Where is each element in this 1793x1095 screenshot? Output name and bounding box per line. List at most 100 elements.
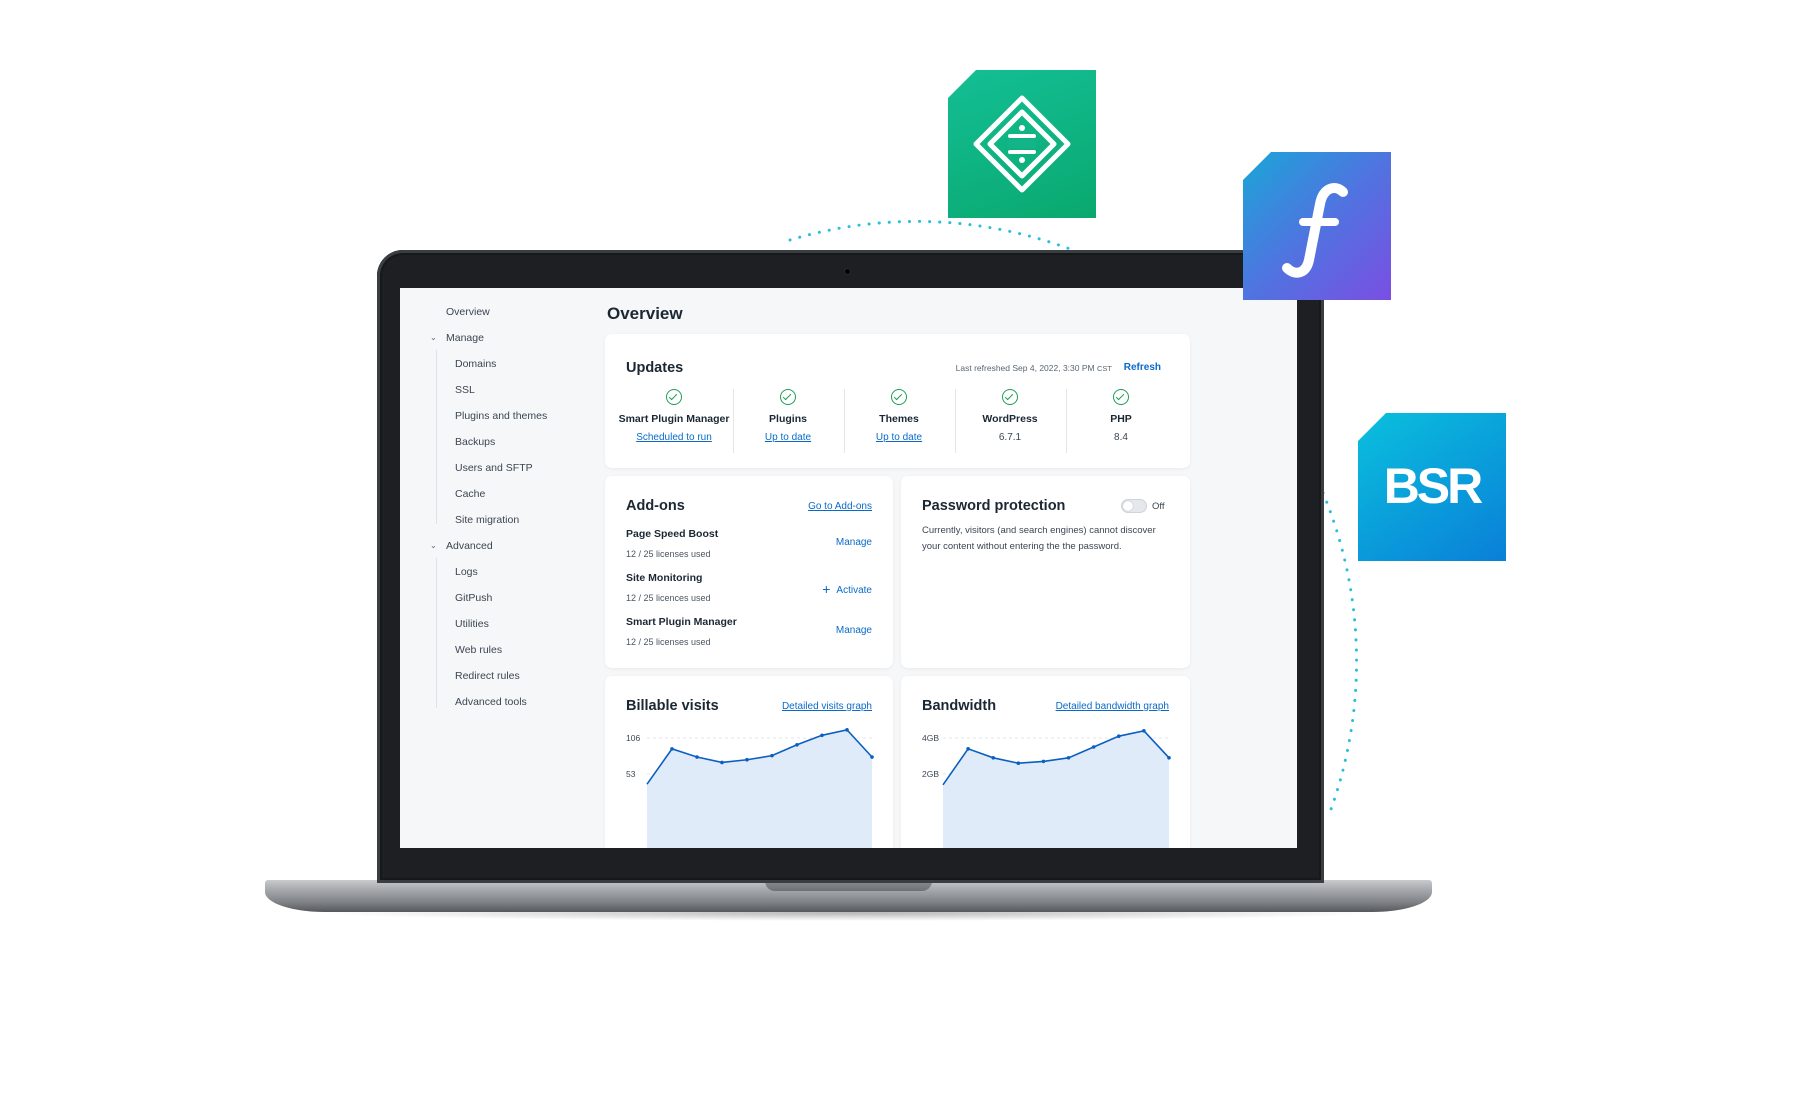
divider	[733, 389, 734, 453]
y-tick-label: 106	[626, 733, 640, 743]
sidebar-item-advanced-tools[interactable]: Advanced tools	[455, 696, 527, 708]
data-point	[795, 742, 799, 747]
timezone: CST	[1097, 364, 1112, 373]
sidebar-group-label: Manage	[446, 332, 484, 344]
series-area	[647, 729, 872, 848]
data-point	[1116, 734, 1121, 738]
sidebar-item-web-rules[interactable]: Web rules	[455, 644, 503, 656]
data-point	[845, 728, 849, 732]
addon-meta: 12 / 25 licenses used	[626, 549, 711, 559]
bsr-logo-icon: BSR	[1384, 458, 1486, 514]
update-item: PHP 8.4	[1058, 389, 1184, 443]
activate-button[interactable]: +Activate	[822, 581, 872, 597]
refresh-button[interactable]: Refresh	[1123, 362, 1161, 373]
data-point	[1142, 729, 1146, 733]
sidebar-group-manage[interactable]: ⌄ Manage	[430, 332, 484, 344]
billable-visits-card: Billable visits Detailed visits graph 10…	[605, 676, 893, 848]
sidebar-item-cache[interactable]: Cache	[455, 488, 486, 500]
nav-tree-line	[436, 558, 437, 708]
data-point	[1016, 761, 1021, 765]
series-line	[942, 729, 1170, 786]
card-title: Password protection	[922, 498, 1066, 514]
go-to-addons-link[interactable]: Go to Add-ons	[808, 501, 872, 512]
series-line	[646, 728, 873, 785]
page-title: Overview	[607, 304, 683, 323]
last-refreshed: Last refreshed Sep 4, 2022, 3:30 PM CST	[956, 363, 1112, 373]
bsr-app-tile: BSR	[1358, 413, 1506, 561]
divider	[1066, 389, 1067, 453]
update-item: WordPress 6.7.1	[947, 389, 1073, 443]
toggle-knob	[1123, 501, 1133, 511]
divider	[844, 389, 845, 453]
laptop-lid: Overview ⌄ Manage Domains SSL Plugins an…	[377, 250, 1324, 883]
sidebar-group-label: Advanced	[446, 540, 493, 552]
toggle-label: Off	[1152, 501, 1165, 512]
sidebar-item-users-sftp[interactable]: Users and SFTP	[455, 462, 533, 474]
card-title: Add-ons	[626, 498, 685, 514]
update-item-name: Plugins	[769, 413, 807, 425]
data-point	[695, 755, 699, 759]
updates-card: Updates Last refreshed Sep 4, 2022, 3:30…	[605, 334, 1190, 468]
sidebar-item-redirect-rules[interactable]: Redirect rules	[455, 670, 520, 682]
sidebar-item-utilities[interactable]: Utilities	[455, 618, 489, 630]
addons-card: Add-ons Go to Add-ons Page Speed Boost 1…	[605, 476, 893, 668]
data-point	[1167, 756, 1171, 760]
password-description: Currently, visitors (and search engines)…	[922, 525, 1156, 552]
dashboard-screen: Overview ⌄ Manage Domains SSL Plugins an…	[400, 288, 1297, 848]
update-item-status-link[interactable]: Up to date	[764, 432, 812, 443]
function-app-tile	[1243, 152, 1391, 300]
data-point	[966, 747, 970, 751]
addon-name: Smart Plugin Manager	[626, 616, 737, 628]
billable-visits-chart: 106 53	[626, 728, 874, 848]
data-point	[870, 755, 874, 759]
laptop-camera	[845, 269, 850, 274]
update-item-version: 8.4	[1114, 432, 1128, 443]
function-f-icon	[1282, 183, 1348, 278]
divider	[955, 389, 956, 453]
sidebar-item-site-migration[interactable]: Site migration	[455, 514, 520, 526]
update-item-status-link[interactable]: Up to date	[875, 432, 923, 443]
manage-button[interactable]: Manage	[835, 625, 872, 636]
manage-button[interactable]: Manage	[835, 537, 872, 548]
addon-name: Page Speed Boost	[626, 528, 719, 540]
detailed-bandwidth-link[interactable]: Detailed bandwidth graph	[1055, 701, 1169, 712]
last-refreshed-label: Last refreshed	[955, 363, 1011, 373]
update-item: Smart Plugin Manager Scheduled to run	[611, 389, 737, 443]
check-circle-icon	[1113, 389, 1129, 405]
plus-icon: +	[822, 581, 831, 597]
check-circle-icon	[891, 389, 907, 405]
y-tick-label: 2GB	[922, 769, 939, 779]
series-area	[943, 730, 1169, 848]
sidebar-item-gitpush[interactable]: GitPush	[455, 592, 493, 604]
sidebar-group-advanced[interactable]: ⌄ Advanced	[430, 540, 493, 552]
card-title: Bandwidth	[922, 698, 997, 714]
update-item: Plugins Up to date	[725, 389, 851, 443]
y-tick-label: 53	[626, 769, 636, 779]
sidebar-item-logs[interactable]: Logs	[455, 566, 478, 578]
update-item: Themes Up to date	[836, 389, 962, 443]
data-point	[991, 756, 996, 760]
last-refreshed-value: Sep 4, 2022, 3:30 PM	[1012, 363, 1095, 373]
data-point	[1066, 756, 1071, 760]
update-item-name: Smart Plugin Manager	[618, 413, 730, 425]
addon-name: Site Monitoring	[626, 572, 703, 584]
check-circle-icon	[1002, 389, 1018, 405]
password-toggle[interactable]	[1121, 499, 1147, 513]
data-point	[1091, 745, 1096, 749]
local-logo-icon	[973, 95, 1071, 193]
update-item-status-link[interactable]: Scheduled to run	[636, 432, 712, 443]
password-protection-card: Password protection Off Currently, visit…	[901, 476, 1190, 668]
card-title: Updates	[626, 360, 684, 376]
update-item-name: WordPress	[982, 413, 1038, 425]
detailed-visits-link[interactable]: Detailed visits graph	[781, 701, 872, 712]
data-point	[1041, 759, 1046, 764]
sidebar-item-plugins-themes[interactable]: Plugins and themes	[455, 410, 548, 422]
sidebar-item-overview[interactable]: Overview	[446, 306, 490, 318]
sidebar-item-backups[interactable]: Backups	[455, 436, 496, 448]
update-item-name: PHP	[1110, 413, 1132, 425]
sidebar-item-domains[interactable]: Domains	[455, 358, 497, 370]
sidebar-item-ssl[interactable]: SSL	[455, 384, 475, 396]
